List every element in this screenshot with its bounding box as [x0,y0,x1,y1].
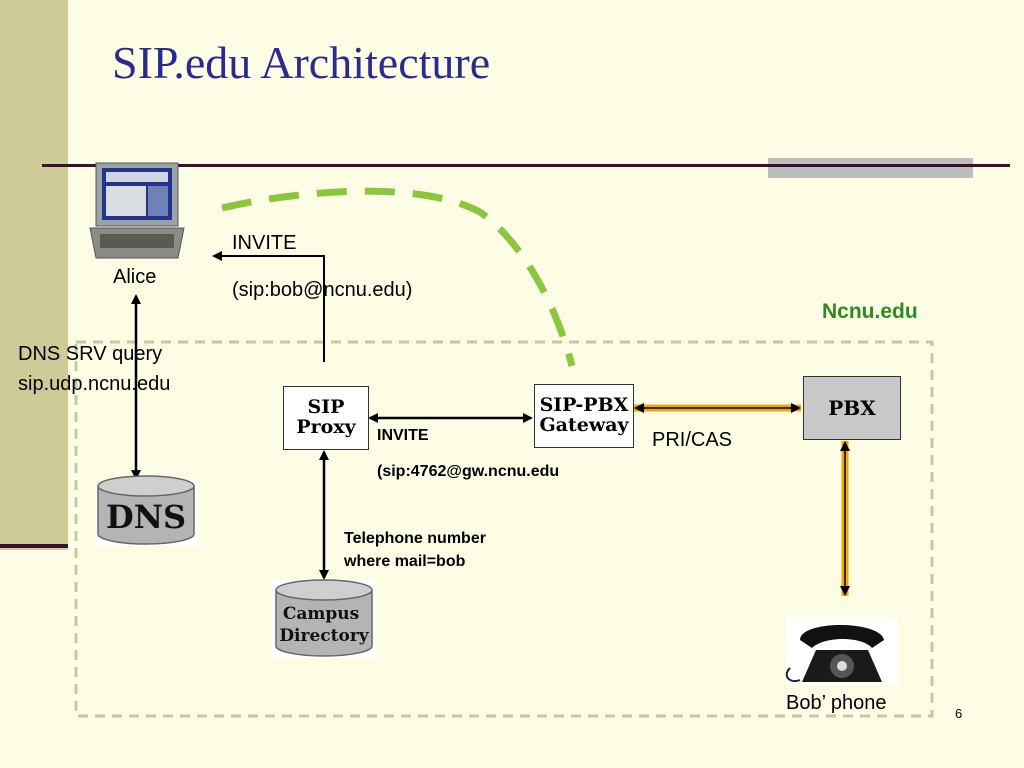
dns-query-host-label: sip.udp.ncnu.edu [18,373,171,395]
page-number: 6 [955,706,963,721]
title-rule [42,164,1010,167]
invite-gw-label: INVITE [377,427,429,444]
domain-label: Ncnu.edu [822,300,918,323]
alice-label: Alice [113,266,157,288]
invite-gw-uri-label: (sip:4762@gw.ncnu.edu [377,463,560,480]
directory-lookup-filter-label: where mail=bob [344,553,466,570]
invite-label: INVITE [232,232,297,254]
dns-query-label: DNS SRV query [18,343,163,365]
gateway-line-1: SIP-PBX [539,394,629,417]
invite-uri-label: (sip:bob@ncnu.edu) [232,279,413,301]
sidebar-band [0,0,68,550]
campus-directory-line-1: Campus [283,604,359,624]
sip-proxy-line-1: SIP [307,396,345,419]
title-rule-accent [768,158,973,178]
sip-proxy-line-2: Proxy [296,416,356,438]
campus-directory-icon: Campus Directory [272,579,376,658]
dns-database-icon: DNS [96,475,198,546]
sidebar-underline [0,544,68,548]
domain-boundary [74,340,934,718]
bobs-phone-label: Bob’ phone [786,692,887,714]
campus-directory-line-2: Directory [279,626,369,646]
laptop-icon [89,162,185,259]
telephone-icon [785,617,898,685]
media-path-arc [221,187,576,367]
title-rule-accent-line [768,164,973,167]
gateway-line-2: Gateway [539,414,629,436]
invite-arrow-to-alice [212,251,325,362]
pri-cas-label: PRI/CAS [652,429,733,451]
pbx-node: PBX [803,376,901,440]
directory-lookup-label: Telephone number [344,530,486,547]
campus-directory-label: Campus Directory [279,604,369,646]
slide-title: SIP.edu Architecture [112,37,491,88]
dns-label: DNS [106,498,186,536]
